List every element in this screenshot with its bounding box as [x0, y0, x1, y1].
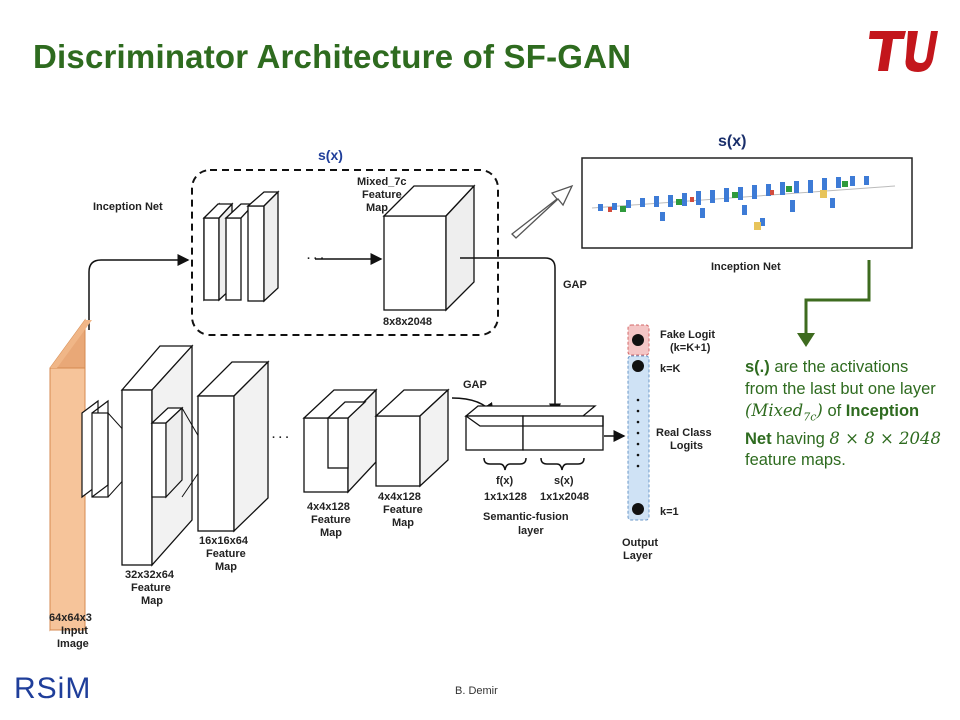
fx-dim: 1x1x128: [484, 491, 527, 503]
k-eq-K: k=K: [660, 363, 681, 375]
output-layer-label: Layer: [623, 550, 653, 562]
real-class-logits: Logits: [670, 440, 703, 452]
fm16-map: Map: [215, 561, 237, 573]
inception-slabs: [202, 190, 280, 303]
fm4a-feature: Feature: [311, 514, 351, 526]
slide-title: Discriminator Architecture of SF-GAN: [33, 38, 632, 75]
gap-label-1: GAP: [563, 279, 587, 291]
fm16-feature: Feature: [206, 548, 246, 560]
inception-net-image: [581, 157, 913, 249]
real-class-label: Real Class: [656, 427, 712, 439]
fm4b-block: [374, 388, 450, 488]
input-image-slab: [49, 318, 92, 632]
ellipsis-main: · · ·: [272, 432, 289, 444]
fake-logit-label: Fake Logit: [660, 329, 715, 341]
sx-label-2: s(x): [554, 475, 574, 487]
fm4a-map: Map: [320, 527, 342, 539]
mixed-feature-label: Feature: [362, 189, 402, 201]
output-label: Output: [622, 537, 658, 549]
side-note-s: s(.): [745, 358, 770, 376]
gap-label-2: GAP: [463, 379, 487, 391]
fusion-bar: [464, 405, 604, 451]
rsim-logo: RSiM: [14, 672, 92, 705]
fm16-dim: 16x16x64: [199, 535, 249, 547]
side-note-math: (Mixed7c): [745, 401, 823, 424]
tu-berlin-logo: berlin: [869, 31, 938, 72]
side-note: s(.) are the activations from the last b…: [745, 357, 945, 472]
fusion-label: Semantic-fusion: [483, 511, 569, 523]
green-arrow: [804, 260, 871, 336]
fake-logit-k: (k=K+1): [670, 342, 711, 354]
input-image-label: Image: [57, 638, 89, 650]
fx-label: f(x): [496, 475, 513, 487]
fm4a-dim: 4x4x128: [307, 501, 350, 513]
mixed7c-block: [382, 184, 476, 312]
svg-text:berlin: berlin: [919, 33, 929, 53]
side-note-text-1: are the activations from the last but on…: [745, 358, 936, 398]
mixed-map-label: Map: [366, 202, 388, 214]
fm4a-block: [302, 388, 378, 494]
k-eq-1: k=1: [660, 506, 679, 518]
fm16-slab: [196, 360, 270, 533]
fusion-layer-label: layer: [518, 525, 544, 537]
side-note-of: of: [822, 402, 846, 420]
side-note-inception: Inception Net: [745, 402, 920, 448]
inception-net-label: Inception Net: [93, 201, 163, 213]
input-label: Input: [61, 625, 88, 637]
side-note-having: having: [771, 429, 830, 448]
inception-dashed-box: [191, 169, 499, 336]
side-note-dims: 8 × 8 × 2048: [829, 428, 942, 448]
footer-author: B. Demir: [455, 685, 498, 697]
fm4b-feature: Feature: [383, 504, 423, 516]
sx-dim: 1x1x2048: [540, 491, 589, 503]
inception-box-label: Inception Net: [711, 261, 781, 273]
fm32-dim: 32x32x64: [125, 569, 175, 581]
sx-label: s(x): [318, 147, 343, 163]
hollow-arrow: [511, 184, 574, 239]
mixed-dim: 8x8x2048: [383, 316, 432, 328]
output-layer: [627, 324, 650, 521]
inception-net-mini-graph: [591, 176, 896, 230]
fm4b-dim: 4x4x128: [378, 491, 421, 503]
side-note-tail: feature maps.: [745, 451, 846, 470]
fm4b-map: Map: [392, 517, 414, 529]
mixed-label: Mixed_7c: [357, 176, 407, 188]
fm32-feature: Feature: [131, 582, 171, 594]
input-dim: 64x64x3: [49, 612, 92, 624]
fm32-map: Map: [141, 595, 163, 607]
inception-sx-label: s(x): [718, 133, 747, 150]
